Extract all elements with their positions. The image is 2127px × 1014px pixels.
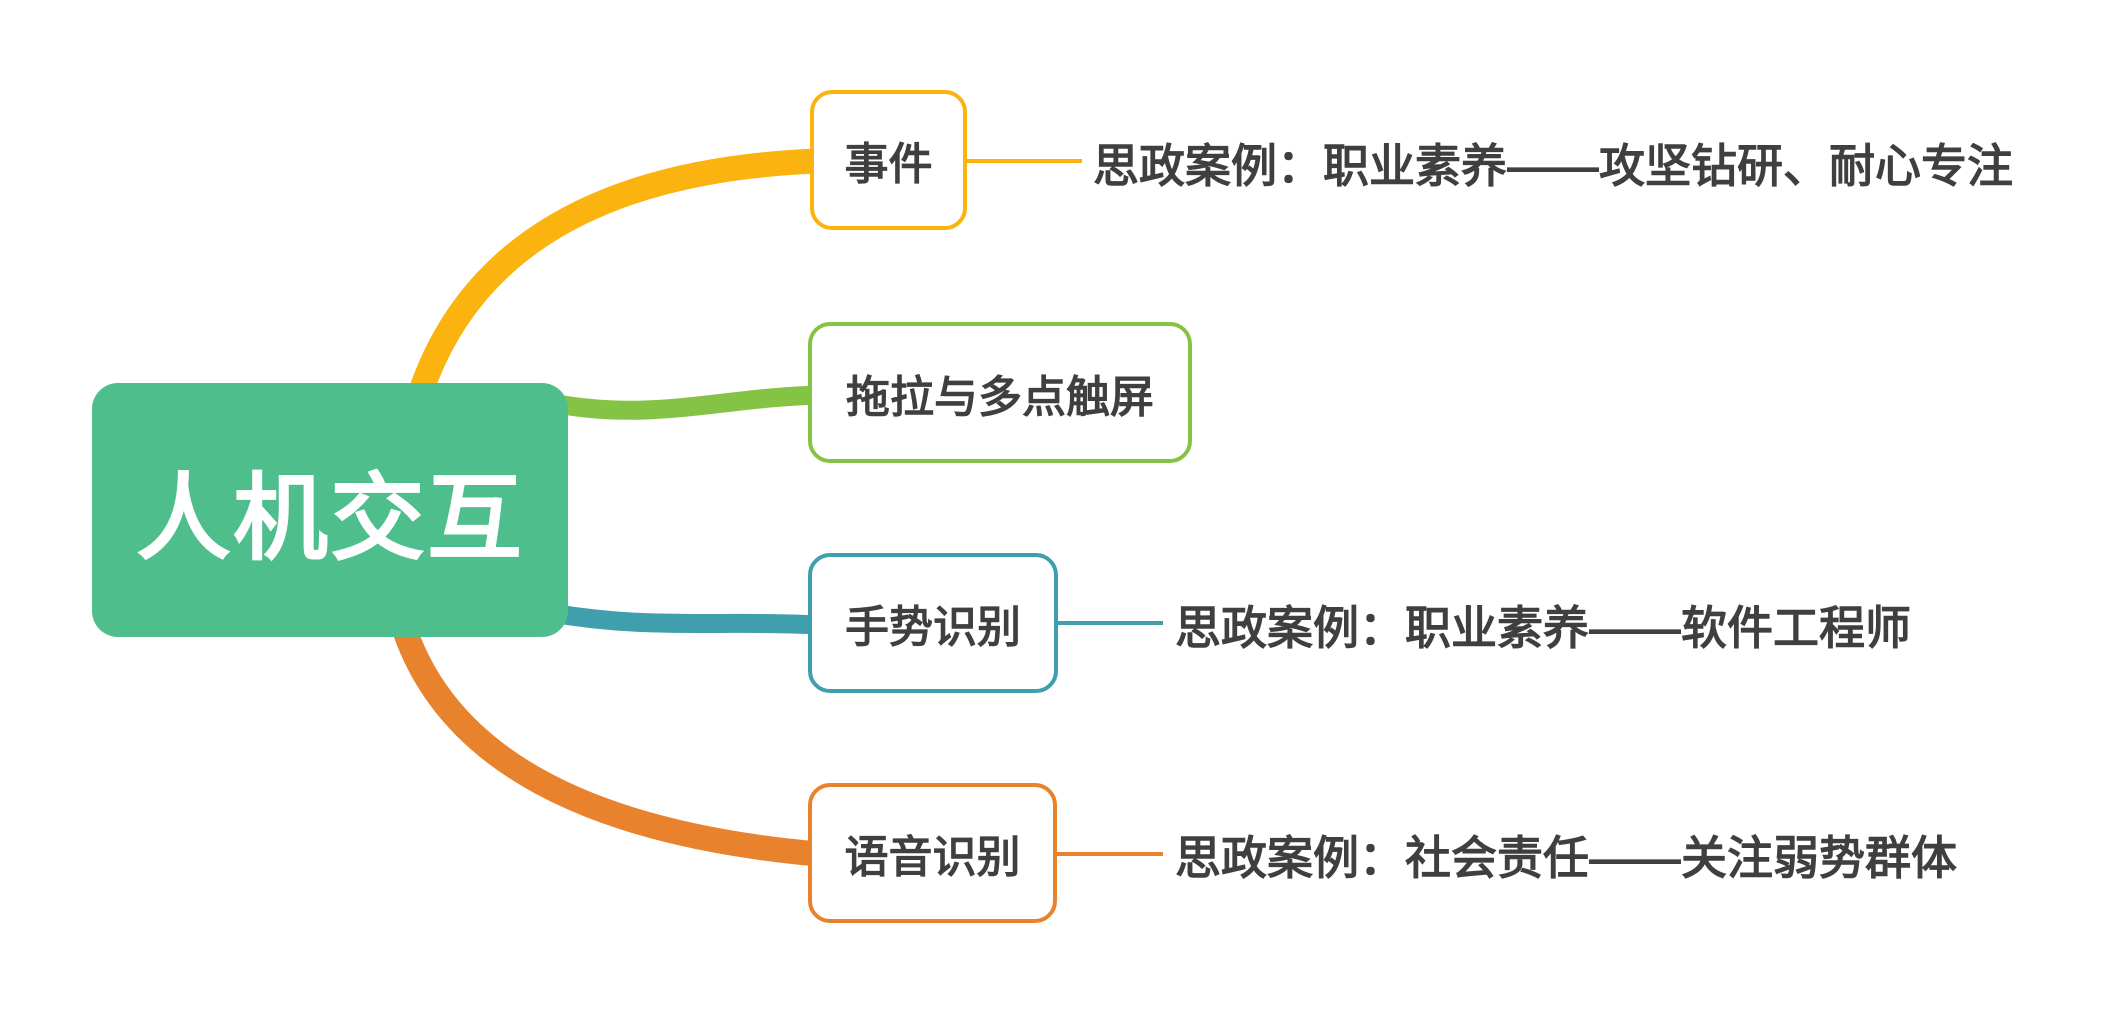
branch-node-events-label: 事件 <box>844 140 933 189</box>
root-node-label: 人机交互 <box>135 465 524 572</box>
branch-node-speech-recognition[interactable]: 语音识别 <box>808 783 1057 923</box>
branch-node-gesture-recognition-label: 手势识别 <box>845 603 1021 652</box>
root-node-human-computer-interaction[interactable]: 人机交互 <box>92 383 568 637</box>
branch-curve-speech <box>387 611 820 867</box>
branch-curve-events <box>392 148 819 458</box>
branch-node-drag-multitouch[interactable]: 拖拉与多点触屏 <box>808 322 1192 463</box>
note-speech[interactable]: 思政案例：社会责任——关注弱势群体 <box>1175 832 1957 884</box>
branch-curve-gesture <box>550 603 819 635</box>
branch-node-gesture-recognition[interactable]: 手势识别 <box>808 553 1058 693</box>
branch-curve-drag <box>550 385 819 420</box>
branch-node-events[interactable]: 事件 <box>810 90 967 230</box>
note-events[interactable]: 思政案例：职业素养——攻坚钻研、耐心专注 <box>1093 140 2013 192</box>
branch-node-speech-recognition-label: 语音识别 <box>844 833 1021 882</box>
note-gesture[interactable]: 思政案例：职业素养——软件工程师 <box>1175 602 1911 654</box>
branch-node-drag-multitouch-label: 拖拉与多点触屏 <box>846 372 1154 422</box>
